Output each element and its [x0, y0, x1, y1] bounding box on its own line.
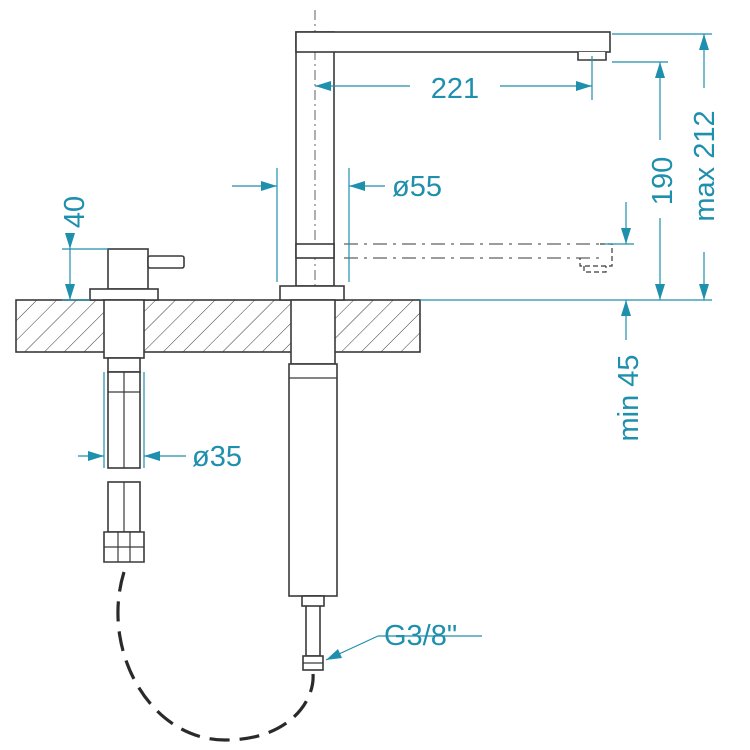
- thread-callout: G3/8": [325, 620, 482, 661]
- dimension-min-thickness: min 45: [604, 202, 645, 442]
- hose-loop: [116, 571, 315, 742]
- max-height-label: max 212: [689, 110, 721, 221]
- lever-diameter-label: ø35: [192, 441, 242, 473]
- spout-swivel-ghost: [344, 243, 613, 273]
- lever-height-label: 40: [59, 196, 91, 228]
- spout-height-label: 190: [647, 157, 679, 205]
- dimension-body-diameter: ø55: [232, 168, 442, 282]
- dimension-heights: 190 max 212: [420, 33, 721, 301]
- faucet-body: [279, 10, 611, 671]
- countertop: [15, 299, 421, 353]
- dimension-spout-reach: 221: [315, 56, 593, 105]
- lever-handle: [89, 248, 185, 563]
- body-diameter-label: ø55: [392, 171, 442, 203]
- spout-reach-label: 221: [431, 73, 479, 105]
- dimension-lever-height: 40: [59, 196, 108, 301]
- dimension-lever-diameter: ø35: [78, 372, 242, 473]
- thread-size-label: G3/8": [384, 620, 457, 652]
- min-thickness-label: min 45: [613, 354, 645, 441]
